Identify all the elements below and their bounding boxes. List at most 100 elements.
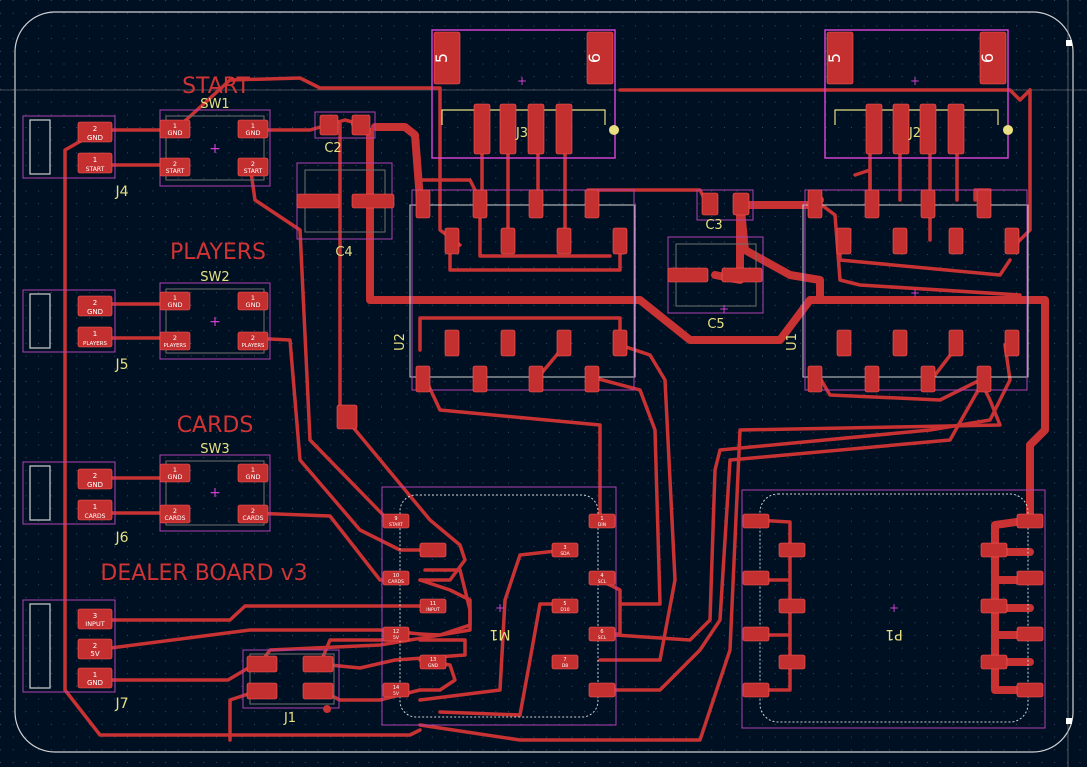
connector-j2[interactable]: 5 6 J2 + [824,29,1013,159]
pad-net: GND [168,473,183,481]
connector-j7[interactable]: 3 INPUT 2 5V 1 GND J7 [22,599,129,712]
ref-c3: C3 [705,218,722,233]
pad-number: 2 [251,334,255,342]
pad-net: PLAYERS [83,341,107,347]
center-marker-icon: + [889,601,899,615]
ref-j1: J1 [283,711,296,726]
pad-number: 1 [173,122,177,130]
connector-j5[interactable]: 2 GND 1 PLAYERS J5 [22,289,129,373]
p1-left-pads [742,513,806,698]
center-marker-icon: + [209,485,221,501]
pad-net: INPUT [426,607,440,613]
trace [418,548,567,702]
pad-net: GND [87,134,103,142]
trace [598,343,677,662]
connector-j4[interactable]: 2 GND 1 START J4 [22,115,129,200]
ic-u1-pins-bottom [807,329,1020,393]
trace [448,238,622,272]
pad-number: 1 [600,516,603,522]
pad-net: 5V [90,650,99,658]
pad-number: 1 [251,466,255,474]
trace [418,316,622,352]
pad-net: GND [246,129,261,137]
pad-net: INPUT [85,620,104,628]
pad-net: CARDS [165,515,186,522]
ref-u2: U2 [393,333,408,351]
ref-j7: J7 [114,696,128,712]
pad-net: START [389,522,403,528]
power-trace [351,120,1049,524]
pad-number: 6 [978,53,997,63]
power-trace [371,123,424,204]
capacitor-c5[interactable]: C5 + [667,236,764,332]
pad-net: CARDS [243,515,264,522]
pad-number: 1 [93,156,97,164]
trace [593,376,662,606]
ref-j2: J2 [908,126,921,141]
connector-j3[interactable]: 5 6 J3 + [431,29,619,159]
center-marker-icon: + [910,286,920,300]
ref-j6: J6 [114,530,128,546]
pad-number: 5 [432,53,451,63]
pad-net: GND [428,663,439,669]
module-m1[interactable]: 9 START 10 CARDS 11 INPUT 12 5V 13 GND 1… [381,486,617,726]
pad-number: 1 [93,503,97,511]
pad-net: 5V [393,691,400,697]
corner-handle[interactable] [1066,40,1072,46]
trace [345,418,467,582]
header-j1[interactable]: J1 [242,649,340,726]
pad-number: 3 [93,612,97,620]
connector-j6[interactable]: 2 GND 1 CARDS J6 [22,461,129,546]
pad-number: 11 [430,601,436,607]
ref-u1: U1 [785,333,800,351]
trace [248,163,392,524]
ref-c4: C4 [335,245,352,260]
ref-j5: J5 [114,357,128,373]
ref-c2: C2 [324,141,341,156]
trace [418,378,1002,742]
capacitor-c4[interactable]: C4 [296,162,395,260]
ref-c5: C5 [707,317,724,332]
pad-net: START [86,166,105,173]
m1-left-pads: 9 START 10 CARDS 11 INPUT 12 5V 13 GND 1… [382,513,447,698]
switch-sw1[interactable]: 1 GND 1 GND 2 START 2 START SW1 + [159,97,271,187]
pad-net: DIN [598,522,606,528]
ref-j4: J4 [114,184,128,200]
trace [173,76,462,247]
switch-sw2[interactable]: 1 GND 1 GND 2 PLAYERS 2 PLAYERS SW2 + [159,270,271,360]
label-players: PLAYERS [170,240,266,265]
pad-number: 5 [563,601,566,607]
trace [418,568,472,637]
pad-net: D10 [560,607,569,613]
module-p1[interactable]: P1 + [741,489,1046,729]
pad-number: 1 [93,671,97,679]
center-marker-icon: + [209,314,221,330]
pad-net: START [244,168,263,175]
ref-sw2: SW2 [200,270,229,285]
capacitor-c2[interactable]: C2 [314,111,376,156]
trace [248,336,432,552]
pad-number: 12 [393,629,399,635]
switch-sw3[interactable]: 1 GND 1 GND 2 CARDS 2 CARDS SW3 + [159,442,271,532]
trace [438,602,567,717]
ic-u1[interactable]: U1 + [785,189,1029,393]
pad-number: 2 [93,299,97,307]
pad-number: 6 [600,629,603,635]
pad-net: PLAYERS [164,343,187,349]
ref-m1: M1 [490,626,511,642]
ic-u2[interactable]: U2 [393,189,636,393]
test-pad[interactable] [336,404,358,430]
pad-number: 10 [393,573,399,579]
pad-net: CARDS [388,579,404,585]
ref-j3: J3 [515,126,528,141]
pad-number: 2 [93,642,97,650]
capacitor-c3[interactable]: C3 [696,189,754,233]
ref-sw3: SW3 [200,442,229,457]
m1-right-pads: 1 DIN 3 SDA 4 SCL 5 D10 6 SCL 7 D8 [551,513,616,698]
corner-handle[interactable] [1066,718,1072,724]
pad-net: SCL [598,579,607,585]
trace [1013,88,1032,247]
pad-number: 4 [600,573,603,579]
pad-number: 14 [393,685,399,691]
